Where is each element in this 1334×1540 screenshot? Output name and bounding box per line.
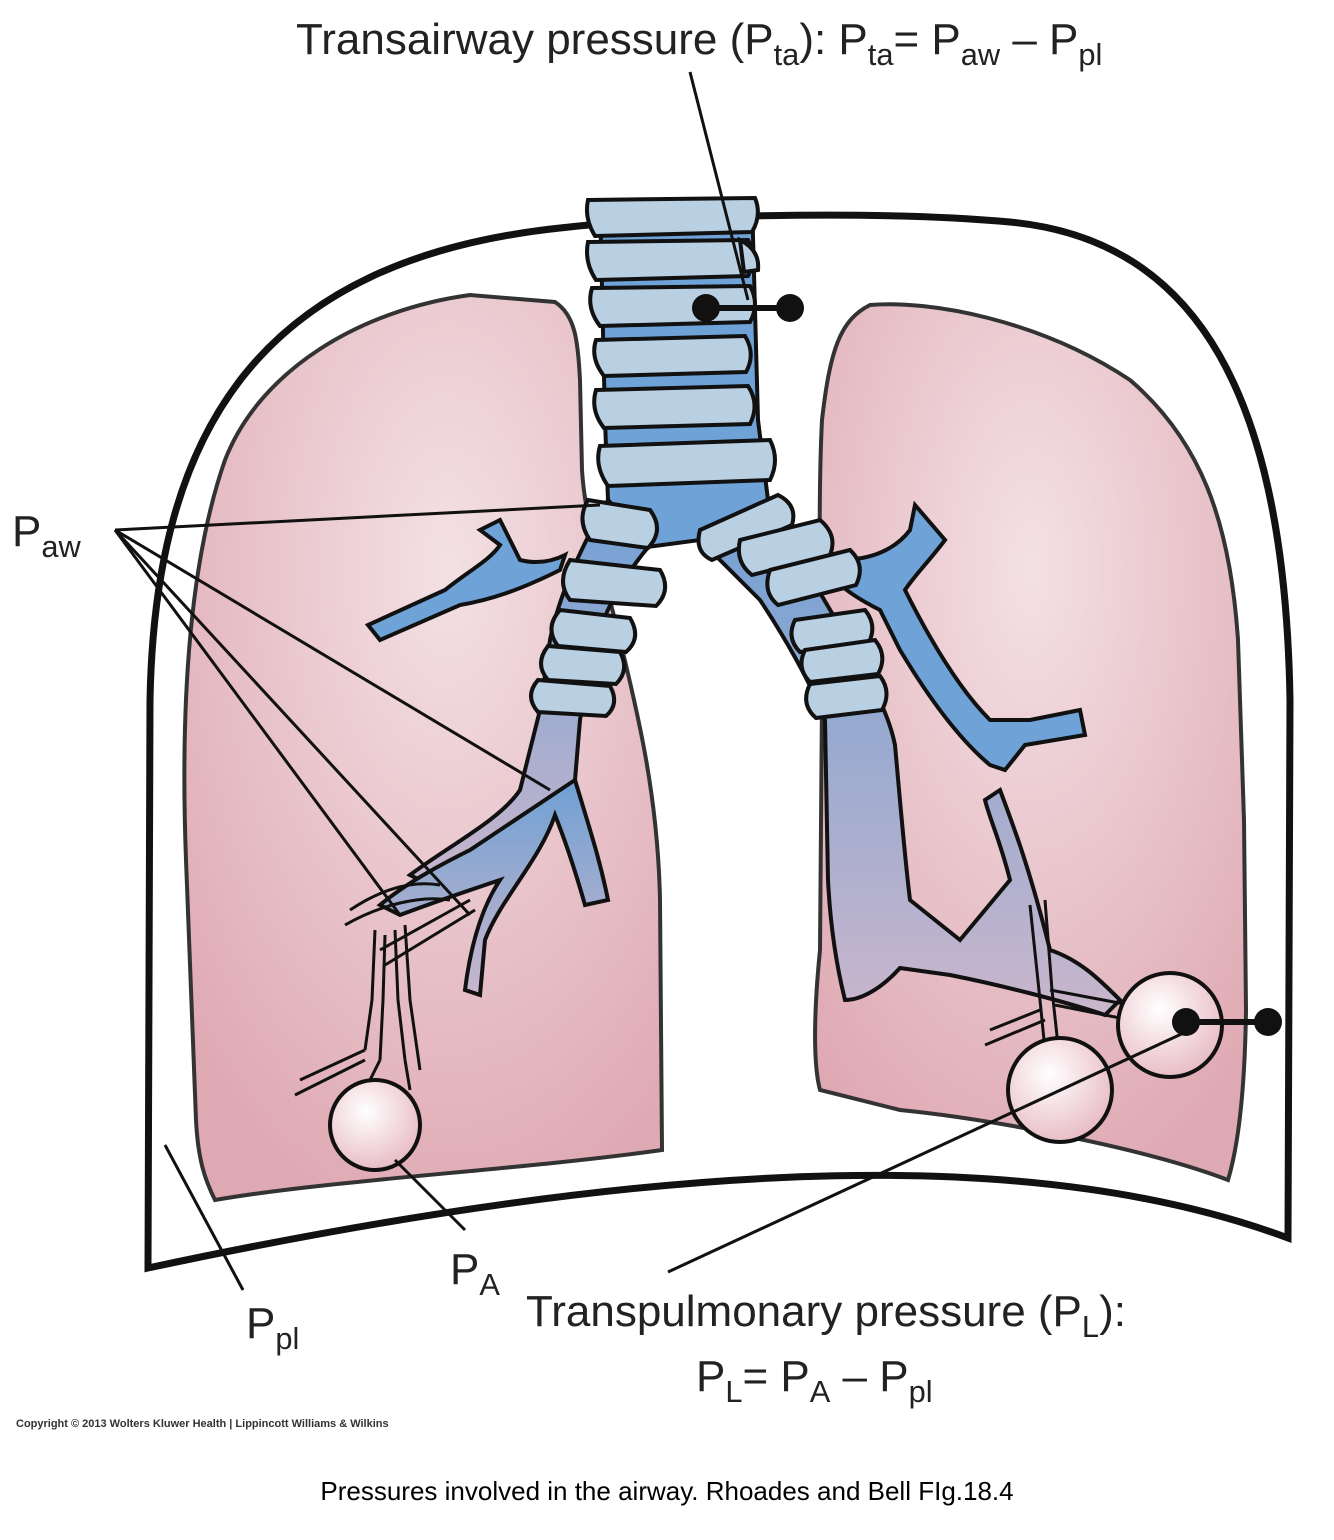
copyright-notice: Copyright © 2013 Wolters Kluwer Health |… (16, 1418, 389, 1430)
ta-name-sub: ta (774, 37, 800, 72)
paw-main: P (12, 507, 41, 556)
ta-lhs-sub: ta (868, 37, 894, 72)
paw-sub: aw (41, 529, 80, 564)
transairway-pressure-label: Transairway pressure (Pta): Pta= Paw – P… (296, 18, 1102, 62)
tp-line1: Transpulmonary pressure (P (526, 1287, 1082, 1336)
ta-name-close: ): P (799, 15, 867, 64)
ta-aw-sub: aw (961, 37, 1000, 72)
tp-line1-close: ): (1099, 1287, 1126, 1336)
left-alveolus (330, 1080, 420, 1170)
tp-line1-sub: L (1082, 1309, 1099, 1344)
ta-pl-sub: pl (1078, 37, 1102, 72)
ppl-main: P (246, 1299, 275, 1348)
tp-l2-sub-pl: pl (909, 1374, 933, 1409)
pa-label: PA (450, 1248, 500, 1292)
pa-main: P (450, 1245, 479, 1294)
ta-name: Transairway pressure (P (296, 15, 774, 64)
ppl-sub: pl (275, 1321, 299, 1356)
ppl-label: Ppl (246, 1302, 299, 1346)
paw-label: Paw (12, 510, 81, 554)
transpulmonary-equation: PL= PA – Ppl (696, 1355, 933, 1399)
figure-caption: Pressures involved in the airway. Rhoade… (0, 1476, 1334, 1507)
tp-l2-sub-l: L (725, 1374, 742, 1409)
tp-l2-sub-a: A (810, 1374, 831, 1409)
ta-eq: = P (893, 15, 960, 64)
pa-sub: A (479, 1267, 500, 1302)
transpulmonary-pressure-label: Transpulmonary pressure (PL): (526, 1290, 1126, 1334)
ta-minus: – P (1000, 15, 1078, 64)
tp-l2-eq: = P (743, 1352, 810, 1401)
tp-l2-p: P (696, 1352, 725, 1401)
tp-l2-minus: – P (830, 1352, 908, 1401)
